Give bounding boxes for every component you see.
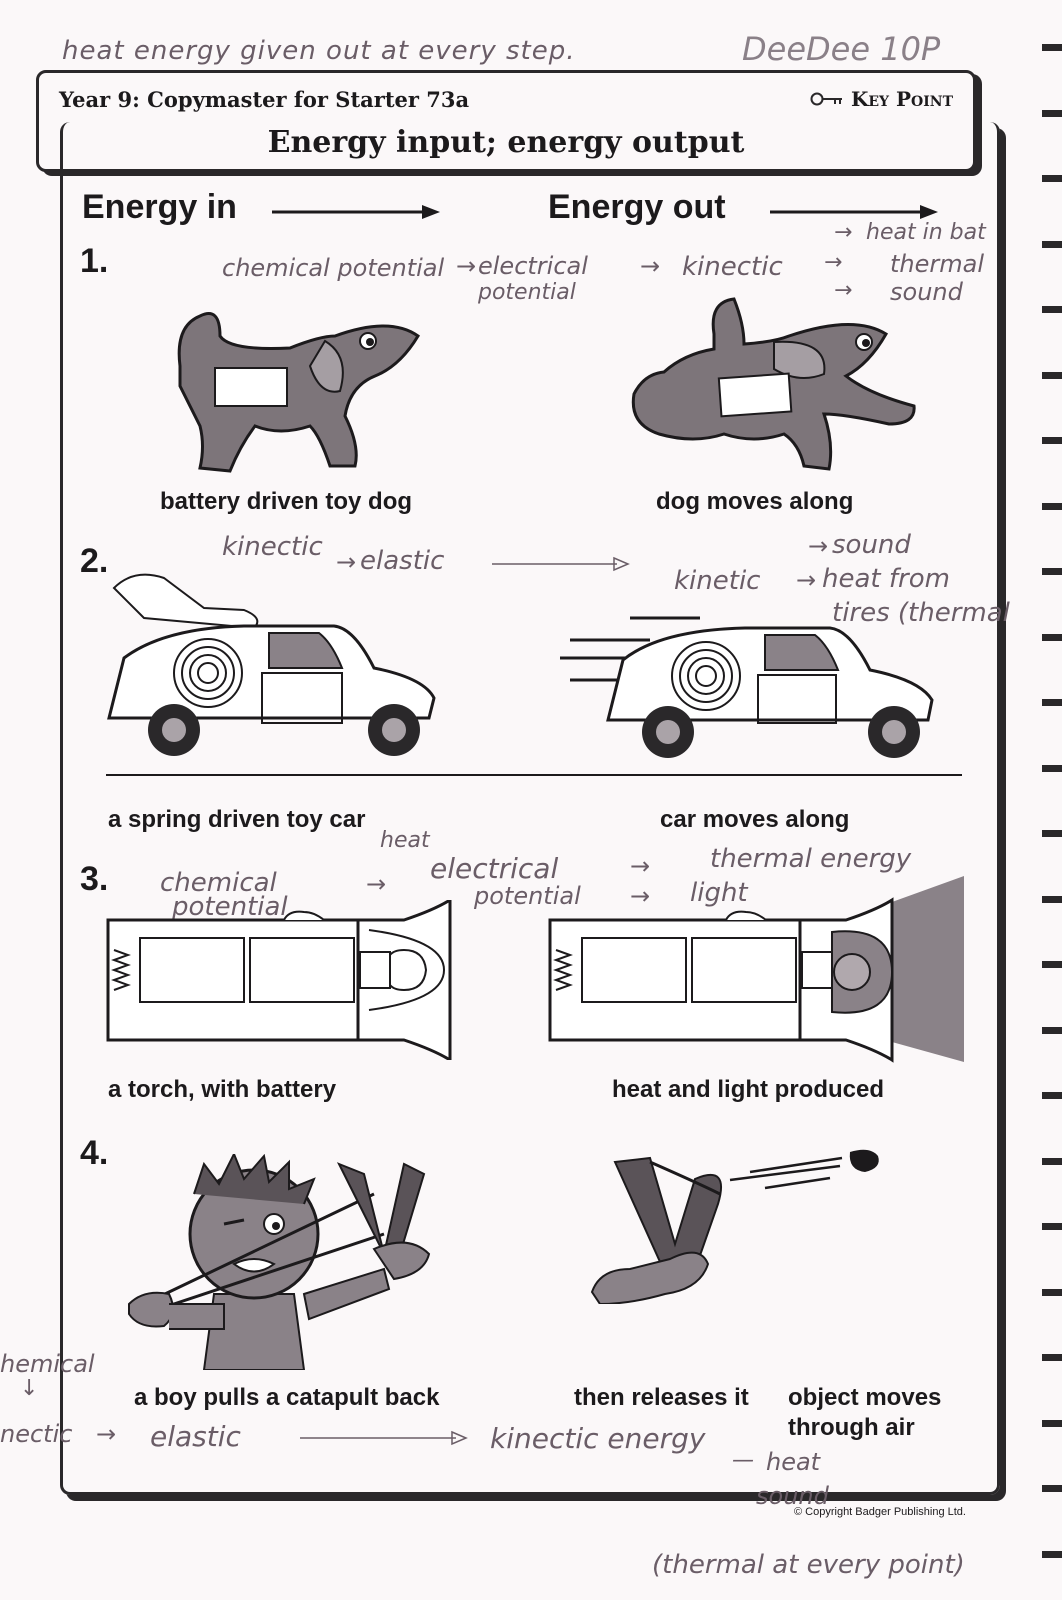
hw-ex1-d: kinectic: [682, 252, 783, 282]
hw-ex2-c: sound: [832, 530, 911, 560]
example-4-number: 4.: [80, 1134, 109, 1172]
hw-ex3-a: chemical: [160, 868, 277, 898]
hw-ex2-b: elastic: [360, 546, 445, 576]
road-line: [106, 774, 962, 776]
hw-ex1-g: sound: [890, 278, 963, 306]
energy-out-heading: Energy out: [548, 188, 726, 226]
catapult-released-illustration: [590, 1149, 879, 1304]
binding-tab: [1042, 1354, 1062, 1361]
hw-ex2-a: kinectic: [222, 532, 323, 562]
hw-ex1-c: potential: [478, 280, 576, 305]
example-4-right-caption-2: object moves: [788, 1384, 942, 1411]
binding-tab: [1042, 306, 1062, 313]
hw-ex4-f: sound: [756, 1482, 829, 1510]
binding-tab: [1042, 1551, 1062, 1558]
binding-tab: [1042, 634, 1062, 641]
header-left-title: Year 9: Copymaster for Starter 73a: [59, 87, 470, 112]
handwritten-top-note: heat energy given out at every step.: [62, 36, 576, 66]
example-4-right-caption: then releases it: [574, 1384, 749, 1411]
example-1-number: 1.: [80, 242, 109, 280]
example-1-right-caption: dog moves along: [656, 488, 854, 515]
example-2-right-caption: car moves along: [660, 806, 850, 833]
binding-tab: [1042, 699, 1062, 706]
torch-lit-illustration: [548, 876, 964, 1063]
hw-ex3-f: thermal energy: [710, 844, 912, 874]
hw-ex1-f: thermal: [890, 250, 985, 278]
energy-out-arrow-icon: [770, 205, 938, 219]
boy-catapult-illustration: [128, 1154, 431, 1370]
hw-ex4-d: kinectic energy: [490, 1422, 706, 1455]
example-3-left-caption: a torch, with battery: [108, 1076, 337, 1103]
hw-ex4-c: elastic: [150, 1420, 241, 1453]
hw-ex4-a: hemical: [0, 1350, 95, 1378]
hw-ex4-e: heat: [766, 1448, 821, 1476]
hw-arrow-icon: [300, 1430, 468, 1446]
binding-tab: [1042, 437, 1062, 444]
hw-ex2-f: tires (thermal: [832, 598, 1010, 628]
hw-ex3-e: potential: [474, 882, 581, 910]
key-icon: [810, 92, 842, 106]
copyright-text: © Copyright Badger Publishing Ltd.: [794, 1506, 966, 1518]
energy-in-arrow-icon: [272, 205, 440, 219]
hw-ex4-b: nectic: [0, 1420, 73, 1448]
example-4-left-caption: a boy pulls a catapult back: [134, 1384, 440, 1411]
hw-ex2-e: heat from: [822, 564, 950, 594]
hw-ex1-a: chemical potential: [222, 254, 445, 282]
binding-tab: [1042, 1027, 1062, 1034]
example-1-left-caption: battery driven toy dog: [160, 488, 413, 515]
binding-tab: [1042, 568, 1062, 575]
example-2-number: 2.: [80, 542, 109, 580]
toy-dog-moving-illustration: [631, 297, 916, 471]
torch-illustration: [106, 900, 452, 1060]
binding-tab: [1042, 765, 1062, 772]
hw-ex1-b: electrical: [478, 252, 588, 280]
binding-tab: [1042, 503, 1062, 510]
binding-tab: [1042, 896, 1062, 903]
hw-ex3-b: potential: [172, 892, 288, 922]
key-point-text: Key Point: [850, 87, 953, 111]
binding-tab: [1042, 175, 1062, 182]
main-frame: [60, 122, 1000, 1495]
example-4-right-caption-3: through air: [788, 1414, 915, 1441]
binding-tab: [1042, 961, 1062, 968]
page-title: Energy input; energy output: [267, 125, 745, 160]
handwritten-bottom-note: (thermal at every point): [652, 1550, 965, 1580]
binding-tab: [1042, 1485, 1062, 1492]
binding-tab: [1042, 1158, 1062, 1165]
key-point-label: Key Point: [809, 87, 953, 111]
toy-car-moving-illustration: [560, 616, 934, 758]
binding-tab: [1042, 1420, 1062, 1427]
binding-tab: [1042, 241, 1062, 248]
hw-ex3-d: electrical: [430, 852, 559, 885]
example-3-number: 3.: [80, 860, 109, 898]
binding-tab: [1042, 110, 1062, 117]
header-box: Year 9: Copymaster for Starter 73a Key P…: [36, 70, 976, 172]
hw-ex3-c: heat: [380, 828, 430, 853]
spring-toy-car-illustration: [107, 573, 436, 756]
binding-tab: [1042, 1223, 1062, 1230]
energy-in-heading: Energy in: [82, 188, 237, 226]
binding-tab: [1042, 372, 1062, 379]
hw-arrow-icon: [492, 556, 630, 572]
hw-ex1-e: heat in bat: [866, 220, 986, 245]
toy-dog-illustration: [177, 312, 420, 473]
example-3-right-caption: heat and light produced: [612, 1076, 885, 1103]
binding-tab: [1042, 1092, 1062, 1099]
handwritten-author: DeeDee 10P: [742, 30, 941, 68]
hw-ex3-g: light: [690, 878, 748, 908]
hw-ex2-d: kinetic: [674, 566, 761, 596]
binding-tab: [1042, 1289, 1062, 1296]
binding-tab: [1042, 830, 1062, 837]
binding-tab: [1042, 44, 1062, 51]
example-2-left-caption: a spring driven toy car: [108, 806, 366, 833]
